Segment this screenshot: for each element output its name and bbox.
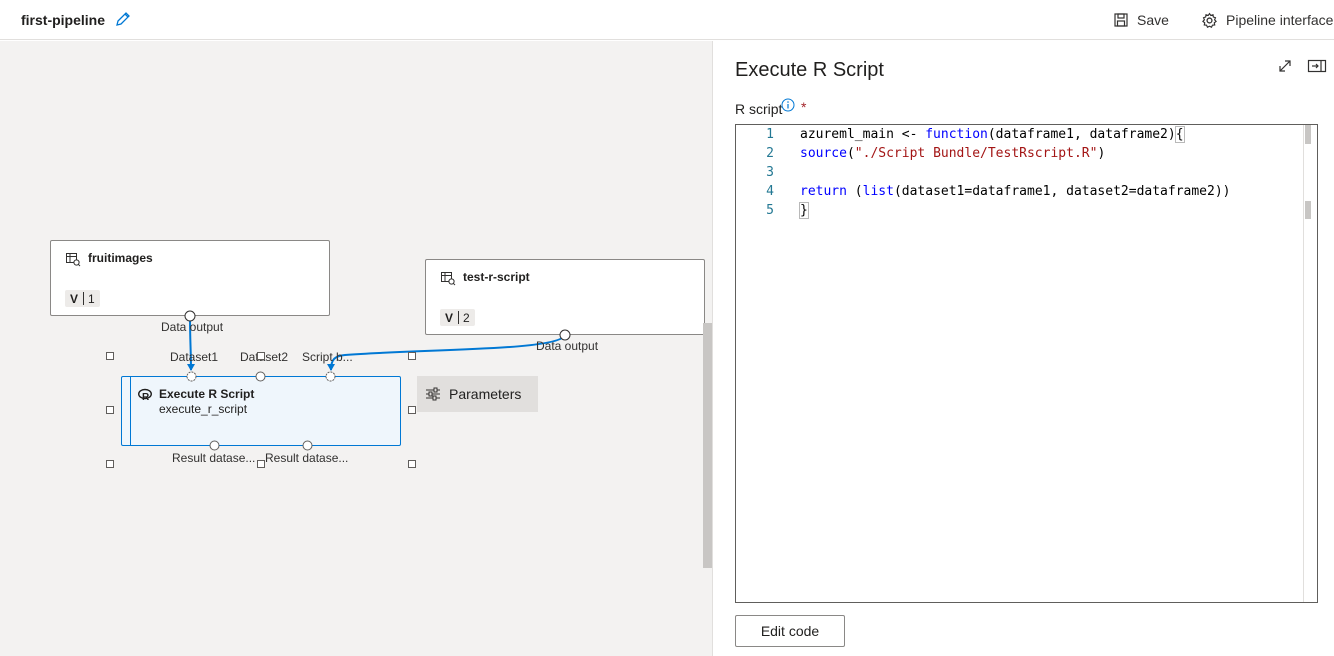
resize-handle[interactable] (408, 460, 416, 468)
module-subtitle: execute_r_script (159, 402, 248, 416)
output-port-result-1[interactable] (209, 440, 220, 451)
dataset-icon (66, 253, 81, 267)
code-text: azureml_main <- function(dataframe1, dat… (800, 126, 1185, 143)
code-line: 4 return (list(dataset1=dataframe1, datas… (736, 182, 1296, 201)
code-token: azureml_main <- (800, 127, 926, 142)
resize-handle[interactable] (106, 406, 114, 414)
resize-handle[interactable] (257, 352, 265, 360)
version-letter: V (70, 291, 79, 306)
version-badge: V 1 (65, 290, 100, 307)
version-badge: V 2 (440, 309, 475, 326)
gear-icon (1202, 12, 1217, 28)
version-number: 2 (463, 310, 470, 325)
r-script-icon: R (138, 388, 152, 402)
code-token: { (1174, 126, 1185, 143)
code-text: } (799, 202, 809, 219)
expand-icon[interactable] (1277, 58, 1293, 74)
code-token: } (799, 202, 809, 219)
dataset-node-test-r-script[interactable]: test-r-script V 2 (425, 259, 705, 335)
editor-scrollbar[interactable] (1303, 125, 1317, 602)
save-label: Save (1137, 12, 1169, 28)
parameters-label: Parameters (449, 386, 522, 402)
save-icon (1114, 13, 1128, 27)
dataset-node-fruitimages[interactable]: fruitimages V 1 (50, 240, 330, 316)
node-name: fruitimages (88, 251, 153, 265)
sliders-icon (426, 387, 440, 401)
code-editor[interactable]: 1 azureml_main <- function(dataframe1, da… (735, 124, 1318, 603)
save-button[interactable]: Save (1113, 10, 1169, 30)
connections (187, 316, 566, 371)
code-token: ( (846, 146, 855, 161)
code-token: "./Script Bundle/TestRscript.R" (854, 146, 1098, 161)
code-token: (dataset1=dataframe1, dataset2=dataframe… (893, 184, 1231, 199)
input-port-script-bundle[interactable] (325, 371, 336, 382)
input-port-dataset2[interactable] (255, 371, 266, 382)
line-number: 1 (766, 127, 774, 142)
module-node-execute-r-script[interactable]: R Execute R Script execute_r_script (121, 376, 401, 446)
pipeline-title: first-pipeline (21, 12, 106, 28)
code-token: (dataframe1, dataframe2) (987, 127, 1176, 142)
arrow-dataset1 (187, 364, 195, 371)
output-port[interactable] (184, 310, 196, 322)
resize-handle[interactable] (106, 460, 114, 468)
pipeline-interface-button[interactable]: Pipeline interface (1201, 10, 1333, 30)
module-name: Execute R Script (159, 387, 255, 401)
output-port[interactable] (559, 329, 571, 341)
node-name: test-r-script (463, 270, 530, 284)
line-number: 4 (766, 184, 774, 199)
code-token: source (800, 146, 847, 161)
port-label-data-output: Data output (161, 320, 224, 334)
code-line: 1 azureml_main <- function(dataframe1, da… (736, 125, 1296, 144)
panel-title: Execute R Script (735, 59, 884, 81)
code-token: function (925, 127, 988, 142)
port-label-result-2: Result datase... (265, 451, 349, 465)
resize-handle[interactable] (408, 352, 416, 360)
arrow-script-bundle (327, 364, 335, 371)
line-number: 3 (766, 165, 774, 180)
resize-handle[interactable] (408, 406, 416, 414)
svg-text:R: R (142, 392, 150, 402)
parameters-button[interactable]: Parameters (417, 376, 538, 412)
port-label-dataset1: Dataset1 (170, 350, 219, 364)
line-number: 5 (766, 203, 774, 218)
code-line: 3 (736, 163, 1296, 182)
code-text: return (list(dataset1=dataframe1, datase… (800, 184, 1230, 199)
code-line: 2 source("./Script Bundle/TestRscript.R") (736, 144, 1296, 163)
canvas-scrollbar[interactable] (703, 323, 712, 568)
dataset-icon (441, 272, 456, 286)
port-label-data-output: Data output (536, 339, 599, 353)
input-port-dataset1[interactable] (186, 371, 197, 382)
pencil-icon[interactable] (114, 10, 132, 28)
version-letter: V (445, 310, 454, 325)
line-number: 2 (766, 146, 774, 161)
r-script-label: R script (735, 101, 783, 117)
port-label-script-bundle: Script b... (302, 350, 353, 364)
properties-panel: Execute R Script R script * 1 azureml_mai… (712, 41, 1334, 656)
code-token: return (800, 184, 847, 199)
resize-handle[interactable] (106, 352, 114, 360)
pipeline-canvas[interactable]: fruitimages V 1 Data output test-r-scrip… (0, 41, 712, 656)
output-port-result-2[interactable] (302, 440, 313, 451)
version-number: 1 (88, 291, 95, 306)
pipeline-interface-label: Pipeline interface (1226, 12, 1334, 28)
required-mark: * (801, 99, 807, 115)
resize-handle[interactable] (257, 460, 265, 468)
edit-code-button[interactable]: Edit code (735, 615, 845, 647)
info-icon[interactable] (781, 98, 795, 112)
port-label-result-1: Result datase... (172, 451, 256, 465)
connection-test-r-script-bundle (330, 334, 566, 371)
top-bar: first-pipeline Save Pipeline interface (0, 0, 1334, 40)
code-token: ) (1097, 146, 1106, 161)
code-token: ( (846, 184, 863, 199)
code-line: 5} (736, 201, 1296, 220)
code-text: source("./Script Bundle/TestRscript.R") (800, 146, 1105, 161)
dock-panel-icon[interactable] (1307, 58, 1327, 74)
code-token: list (862, 184, 894, 199)
